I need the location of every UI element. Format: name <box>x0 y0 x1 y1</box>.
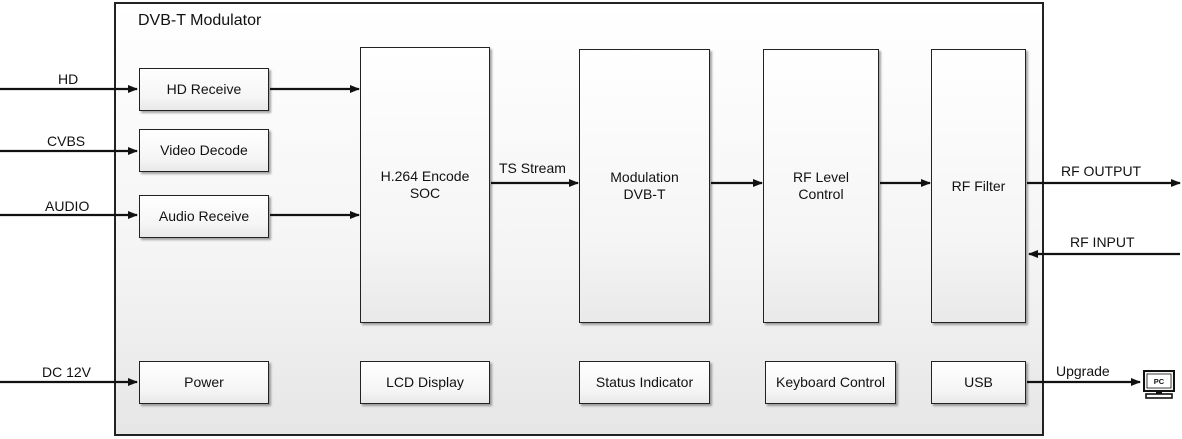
rf-level-block: RF Level Control <box>763 49 879 323</box>
lcd-display-label: LCD Display <box>386 374 464 390</box>
hd-label: HD <box>58 71 79 87</box>
keyboard-control-block: Keyboard Control <box>765 361 896 404</box>
audio-receive-block: Audio Receive <box>139 195 269 238</box>
keyboard-control-label: Keyboard Control <box>776 374 885 390</box>
lcd-display-block: LCD Display <box>360 361 490 404</box>
dc12v-label: DC 12V <box>42 364 92 380</box>
modulation-block: Modulation DVB-T <box>579 49 710 323</box>
rf-input-label: RF INPUT <box>1070 234 1135 250</box>
upgrade-label: Upgrade <box>1056 363 1110 379</box>
pc-icon: PC <box>1142 370 1176 400</box>
diagram-title: DVB-T Modulator <box>138 12 262 29</box>
power-label: Power <box>184 374 224 390</box>
status-indicator-label: Status Indicator <box>595 374 694 390</box>
pc-text: PC <box>1154 377 1165 386</box>
ts-stream-label: TS Stream <box>499 160 566 176</box>
video-decode-label: Video Decode <box>160 142 248 158</box>
rf-output-label: RF OUTPUT <box>1061 163 1142 179</box>
status-indicator-block: Status Indicator <box>579 361 710 404</box>
hd-receive-label: HD Receive <box>166 81 242 97</box>
cvbs-label: CVBS <box>47 133 86 149</box>
hd-receive-block: HD Receive <box>139 68 269 111</box>
rf-filter-block: RF Filter <box>931 49 1026 323</box>
h264-encode-block: H.264 Encode SOC <box>360 47 490 323</box>
usb-label: USB <box>964 374 993 390</box>
rf-filter-label: RF Filter <box>951 177 1006 194</box>
h264-encode-label: H.264 Encode SOC <box>380 168 470 201</box>
audio-label: AUDIO <box>45 198 90 214</box>
rf-level-label: RF Level Control <box>792 169 850 202</box>
video-decode-block: Video Decode <box>139 129 269 172</box>
modulation-label: Modulation DVB-T <box>610 169 679 202</box>
audio-receive-label: Audio Receive <box>158 208 250 224</box>
power-block: Power <box>139 361 269 404</box>
usb-block: USB <box>931 361 1026 404</box>
